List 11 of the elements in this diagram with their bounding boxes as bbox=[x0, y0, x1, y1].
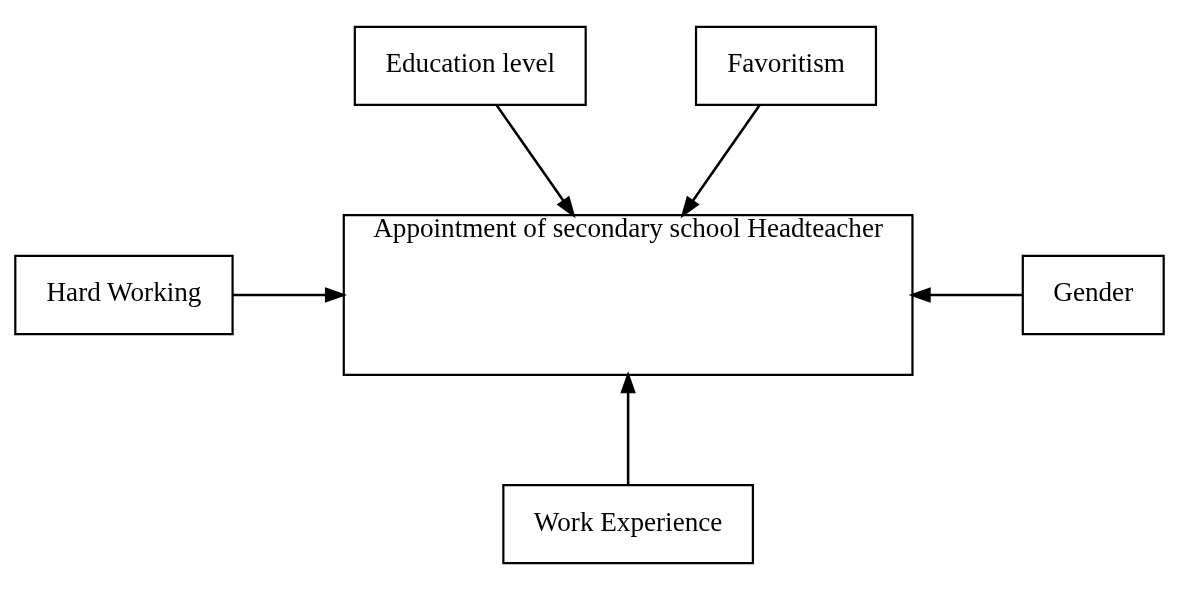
arrow bbox=[495, 104, 576, 219]
arrow bbox=[680, 104, 761, 219]
node-box: Hard Working bbox=[14, 254, 234, 336]
arrow bbox=[908, 287, 1023, 303]
node-box: Appointment of secondary school Headteacher bbox=[342, 214, 914, 376]
node-box: Education level bbox=[353, 25, 587, 106]
arrow bbox=[232, 287, 348, 303]
node-box: Gender bbox=[1021, 254, 1165, 336]
node-box: Work Experience bbox=[502, 484, 754, 565]
arrow bbox=[620, 371, 636, 485]
node-box: Favoritism bbox=[694, 25, 878, 106]
